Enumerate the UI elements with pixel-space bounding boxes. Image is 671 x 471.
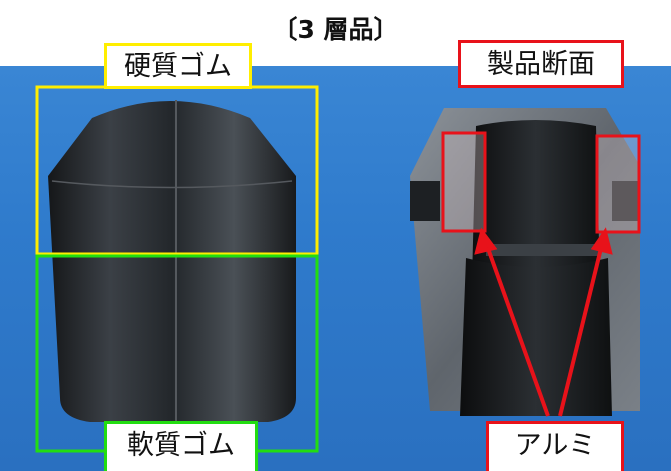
label-soft-rubber-text: 軟質ゴム xyxy=(127,430,235,461)
page-title: 〔3 層品〕 xyxy=(272,15,399,44)
label-aluminum: アルミ xyxy=(486,421,624,471)
aluminum-arrows xyxy=(474,227,613,417)
photo-drawing xyxy=(35,85,641,453)
label-cross-section-text: 製品断面 xyxy=(487,49,595,80)
label-hard-rubber-text: 硬質ゴム xyxy=(124,51,232,82)
aluminum-box-left xyxy=(441,131,487,233)
cross-section-product xyxy=(410,108,640,416)
label-aluminum-text: アルミ xyxy=(514,430,596,461)
rubber-product xyxy=(48,100,296,422)
label-hard-rubber: 硬質ゴム xyxy=(104,43,252,89)
aluminum-box-right xyxy=(595,134,641,234)
label-soft-rubber: 軟質ゴム xyxy=(104,421,258,471)
label-cross-section: 製品断面 xyxy=(458,40,624,88)
product-photo xyxy=(0,66,671,471)
